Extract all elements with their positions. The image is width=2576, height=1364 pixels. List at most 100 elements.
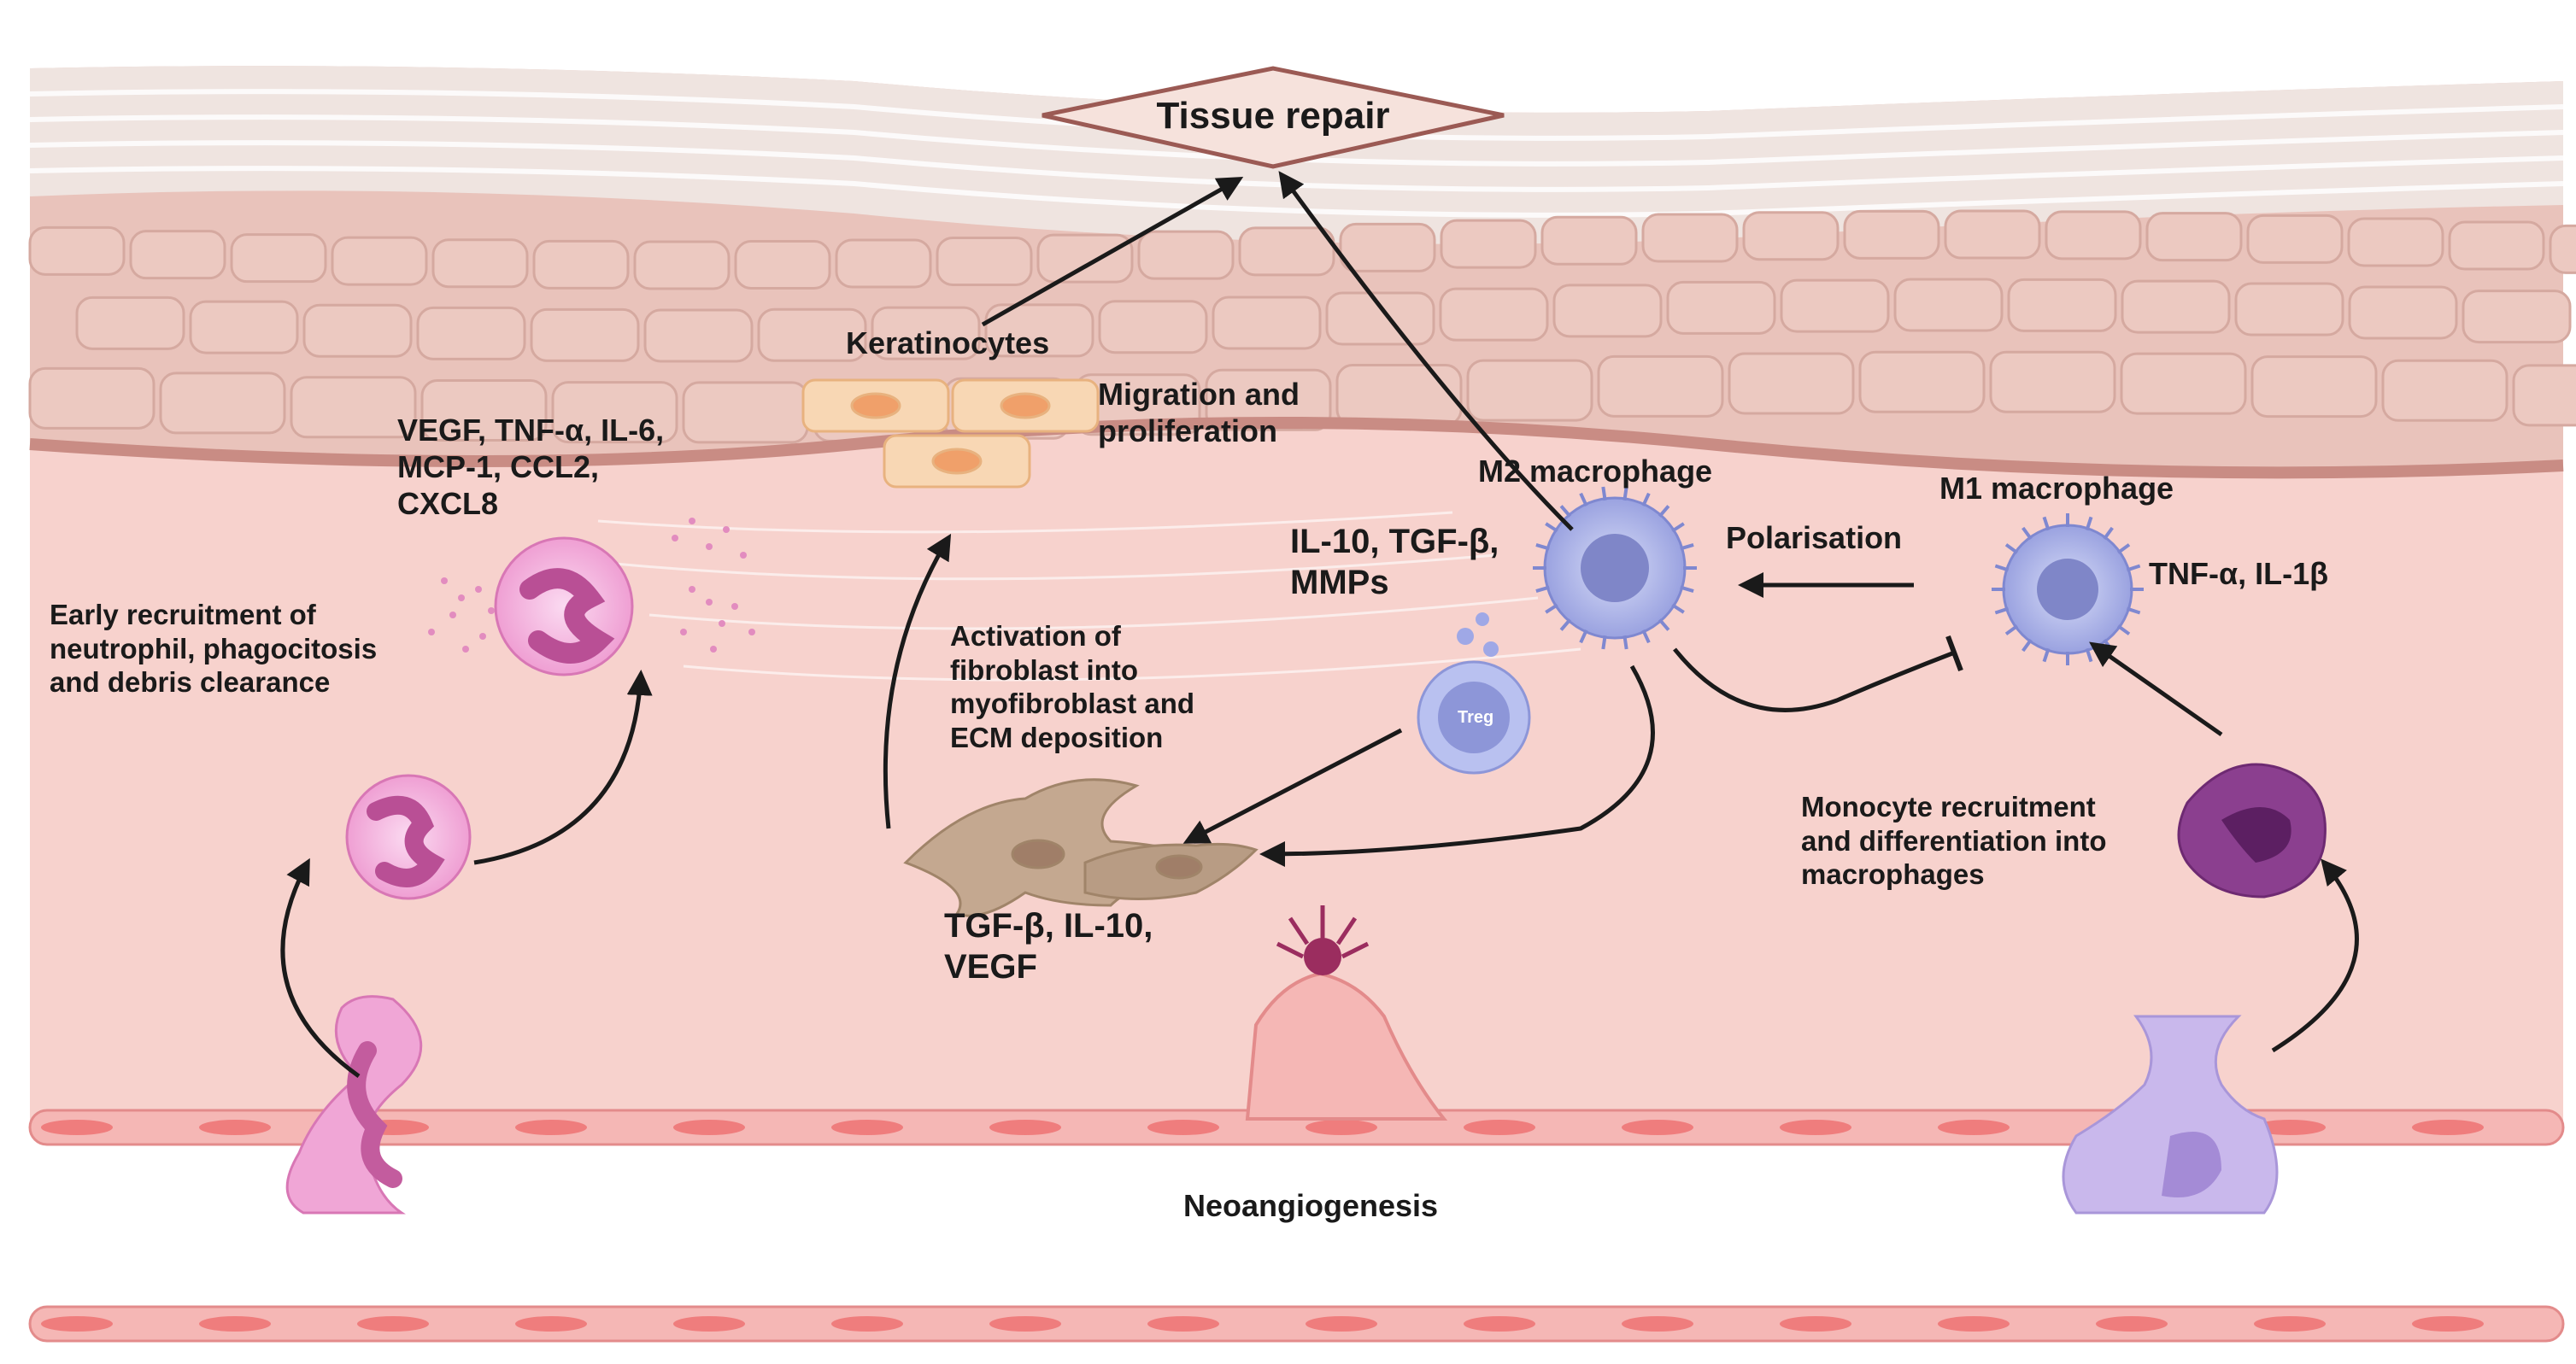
epidermal-cell: [530, 307, 640, 362]
endothelial-nucleus: [515, 1120, 587, 1135]
activation-label: Activation of fibroblast into myofibrobl…: [950, 620, 1195, 753]
epidermal-cell: [2448, 220, 2545, 271]
granule-dot: [740, 552, 747, 559]
endothelial-nucleus: [1780, 1120, 1851, 1135]
arrow-m2-repair: [1278, 171, 1574, 531]
neutrophil-cytokines-label: VEGF, TNF-α, IL-6, MCP-1, CCL2, CXCL8: [397, 413, 665, 522]
fibroblast-cells: [903, 778, 1259, 917]
granule-dot: [719, 620, 725, 627]
endothelial-nucleus: [673, 1120, 745, 1135]
endothelial-nucleus: [1147, 1316, 1219, 1332]
epidermal-cell: [1989, 350, 2116, 413]
endothelial-nucleus: [2254, 1316, 2326, 1332]
granule-dot: [428, 629, 435, 635]
pseudopod: [1671, 603, 1685, 614]
pseudopod: [2004, 624, 2019, 635]
pseudopod: [1658, 618, 1670, 631]
epidermal-cell: [734, 240, 831, 290]
pseudopod: [1535, 543, 1550, 551]
pseudopod: [1671, 522, 1685, 533]
pseudopod: [2126, 564, 2141, 572]
arrow-monocyte-recruit: [2271, 858, 2359, 1053]
pseudopod: [1994, 564, 2010, 572]
granule-dot: [479, 633, 486, 640]
epidermal-cell: [2045, 210, 2142, 261]
epidermal-cell: [28, 366, 155, 430]
epidermal-cell: [1893, 278, 2004, 332]
epidermal-cell: [1339, 222, 1436, 272]
endothelial-nucleus: [2412, 1316, 2484, 1332]
migration-label: Migration and proliferation: [1098, 377, 1300, 449]
pseudopod: [1559, 618, 1572, 631]
endothelial-nucleus: [1938, 1120, 2010, 1135]
treg-cell: [1417, 612, 1531, 775]
epidermal-cell: [835, 238, 932, 289]
dermal-fibres: [597, 511, 1581, 682]
pseudopod: [1559, 505, 1572, 518]
epidermal-cell: [1238, 226, 1335, 277]
granule-dot: [710, 646, 717, 653]
arrow-monocyte-m1: [2089, 641, 2223, 737]
arrow-m2-fibro: [1259, 664, 1655, 867]
epidermal-cell: [2462, 290, 2572, 344]
epidermal-cell: [757, 307, 867, 362]
epidermal-cell: [75, 296, 185, 350]
epidermal-cell: [1552, 284, 1663, 338]
epidermal-cell: [1540, 215, 1638, 266]
pseudopod: [2103, 526, 2114, 541]
endothelial-nucleus: [673, 1316, 745, 1332]
epidermal-cell: [1944, 209, 2041, 260]
pseudopod: [1658, 505, 1670, 518]
epidermal-cell: [431, 238, 529, 289]
activated-neutrophil: [428, 518, 755, 676]
arrow-keratinocyte-repair: [981, 177, 1244, 327]
endothelial-nucleus: [989, 1316, 1061, 1332]
epidermal-cell: [1666, 280, 1776, 335]
inhibition-arrow: [1673, 647, 1953, 712]
angiogenic-sprout: [1245, 905, 1448, 1121]
epidermal-cell: [1780, 278, 1890, 333]
pseudopod: [1994, 606, 2010, 615]
m2-macrophage: [1533, 486, 1697, 650]
pseudopod: [1535, 585, 1550, 593]
epidermal-cell: [1036, 233, 1134, 284]
granule-dot: [441, 577, 448, 584]
epidermal-cell: [2348, 285, 2458, 340]
endothelial-nucleus: [199, 1316, 271, 1332]
inhibition-bar: [1945, 635, 1963, 672]
pseudopod: [2116, 624, 2131, 635]
pseudopod: [1579, 629, 1588, 644]
pseudopod: [1545, 522, 1558, 533]
epidermal-cell: [2381, 359, 2509, 422]
epidermal-cell: [1597, 354, 1724, 418]
arrow-treg-fibro: [1182, 728, 1403, 844]
epidermal-cell: [551, 381, 678, 444]
endothelial-nucleus: [1622, 1120, 1693, 1135]
epidermal-cell: [1728, 352, 1855, 415]
epidermal-cell: [1439, 287, 1549, 342]
epidermal-cell: [331, 236, 428, 286]
granule-dot: [706, 599, 713, 606]
arrows: [280, 171, 2359, 1079]
pseudopod: [2004, 543, 2019, 554]
epidermal-cell: [1843, 209, 1940, 260]
epidermal-cell: [1098, 300, 1208, 354]
endothelial-nucleus: [199, 1120, 271, 1135]
epidermal-cell: [2512, 364, 2576, 427]
epidermal-cell: [1212, 296, 1322, 350]
early-recruitment-label: Early recruitment of neutrophil, phagoci…: [50, 599, 378, 699]
arrow-neutrophil-activate: [473, 670, 653, 865]
granule-dot: [680, 629, 687, 635]
epidermal-cell: [1205, 368, 1332, 431]
endothelial-nucleus: [1780, 1316, 1851, 1332]
epidermal-cell: [682, 381, 809, 444]
endothelial-nucleus: [989, 1120, 1061, 1135]
epidermal-cell: [2234, 282, 2344, 337]
pseudopod: [2116, 543, 2131, 554]
epidermal-cell: [1641, 213, 1739, 263]
monocyte-extravasating: [2062, 1015, 2279, 1215]
neutrophil-cell: [345, 774, 472, 900]
pseudopod: [1641, 629, 1651, 644]
fibroblast-factors-label: TGF-β, IL-10, VEGF: [944, 907, 1153, 986]
treg-label: Treg: [1458, 708, 1494, 727]
